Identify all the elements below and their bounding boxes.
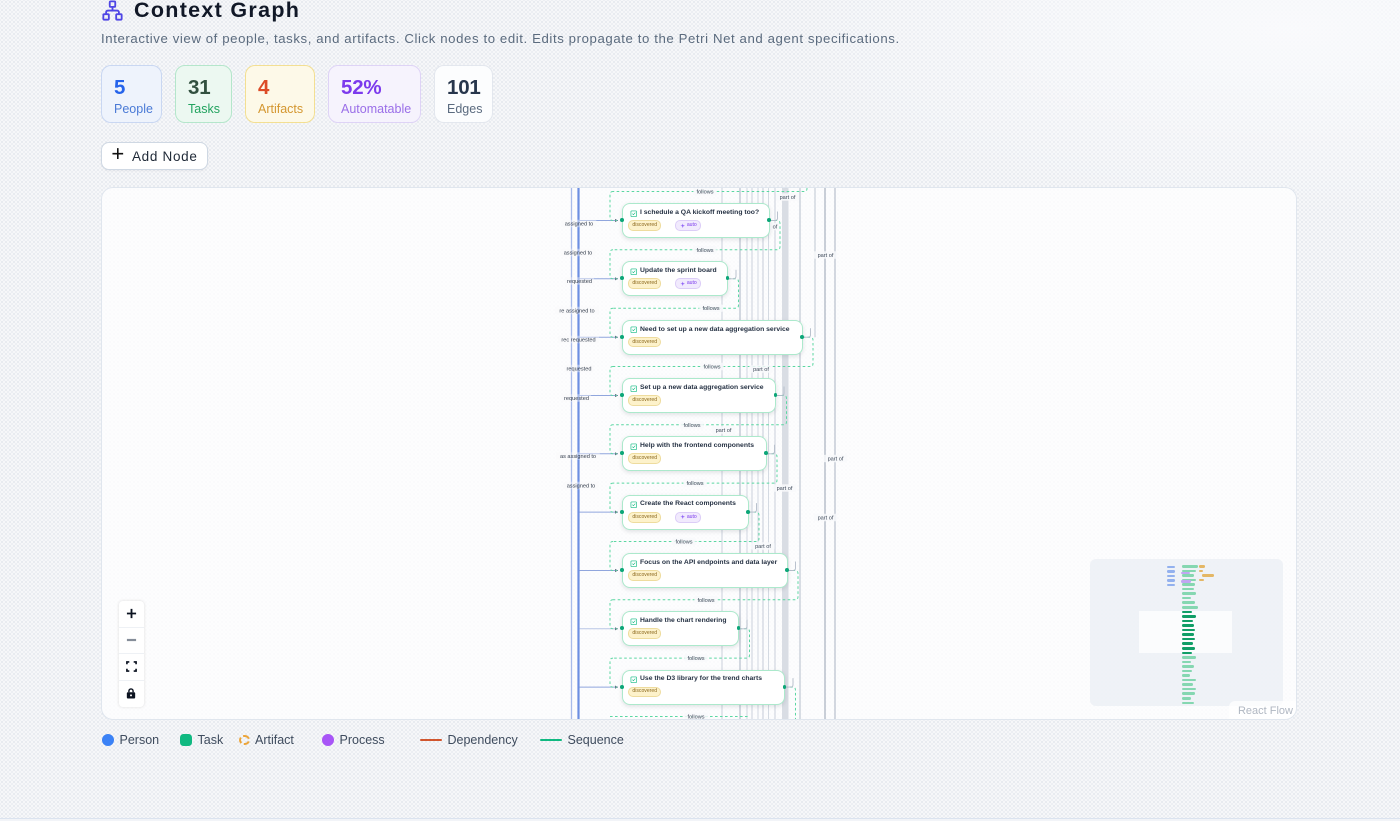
svg-text:re assigned to: re assigned to bbox=[559, 309, 594, 315]
svg-text:part of: part of bbox=[818, 253, 834, 259]
svg-text:part of: part of bbox=[777, 486, 793, 492]
svg-text:assigned to: assigned to bbox=[567, 484, 596, 490]
svg-text:rec requested: rec requested bbox=[561, 338, 595, 344]
svg-text:part of: part of bbox=[753, 367, 769, 373]
svg-text:follows: follows bbox=[687, 715, 704, 721]
svg-text:follows: follows bbox=[683, 423, 700, 429]
svg-text:follows: follows bbox=[697, 598, 714, 604]
svg-text:part of: part of bbox=[755, 544, 771, 550]
svg-text:requested: requested bbox=[564, 396, 589, 402]
svg-text:requested: requested bbox=[567, 279, 592, 285]
svg-text:of: of bbox=[773, 225, 778, 231]
svg-text:part of: part of bbox=[818, 516, 834, 522]
svg-text:requested: requested bbox=[567, 367, 592, 373]
svg-text:part of: part of bbox=[828, 457, 844, 463]
svg-text:part of: part of bbox=[716, 428, 732, 434]
svg-text:follows: follows bbox=[702, 306, 719, 312]
svg-text:follows: follows bbox=[686, 481, 703, 487]
svg-text:part of: part of bbox=[780, 195, 796, 201]
svg-text:as assigned to: as assigned to bbox=[560, 454, 596, 460]
svg-text:follows: follows bbox=[696, 190, 713, 196]
svg-text:assigned to: assigned to bbox=[564, 251, 593, 257]
svg-text:assigned to: assigned to bbox=[565, 222, 594, 228]
svg-text:follows: follows bbox=[687, 656, 704, 662]
svg-text:follows: follows bbox=[703, 365, 720, 371]
svg-text:follows: follows bbox=[675, 540, 692, 546]
svg-text:follows: follows bbox=[696, 248, 713, 254]
